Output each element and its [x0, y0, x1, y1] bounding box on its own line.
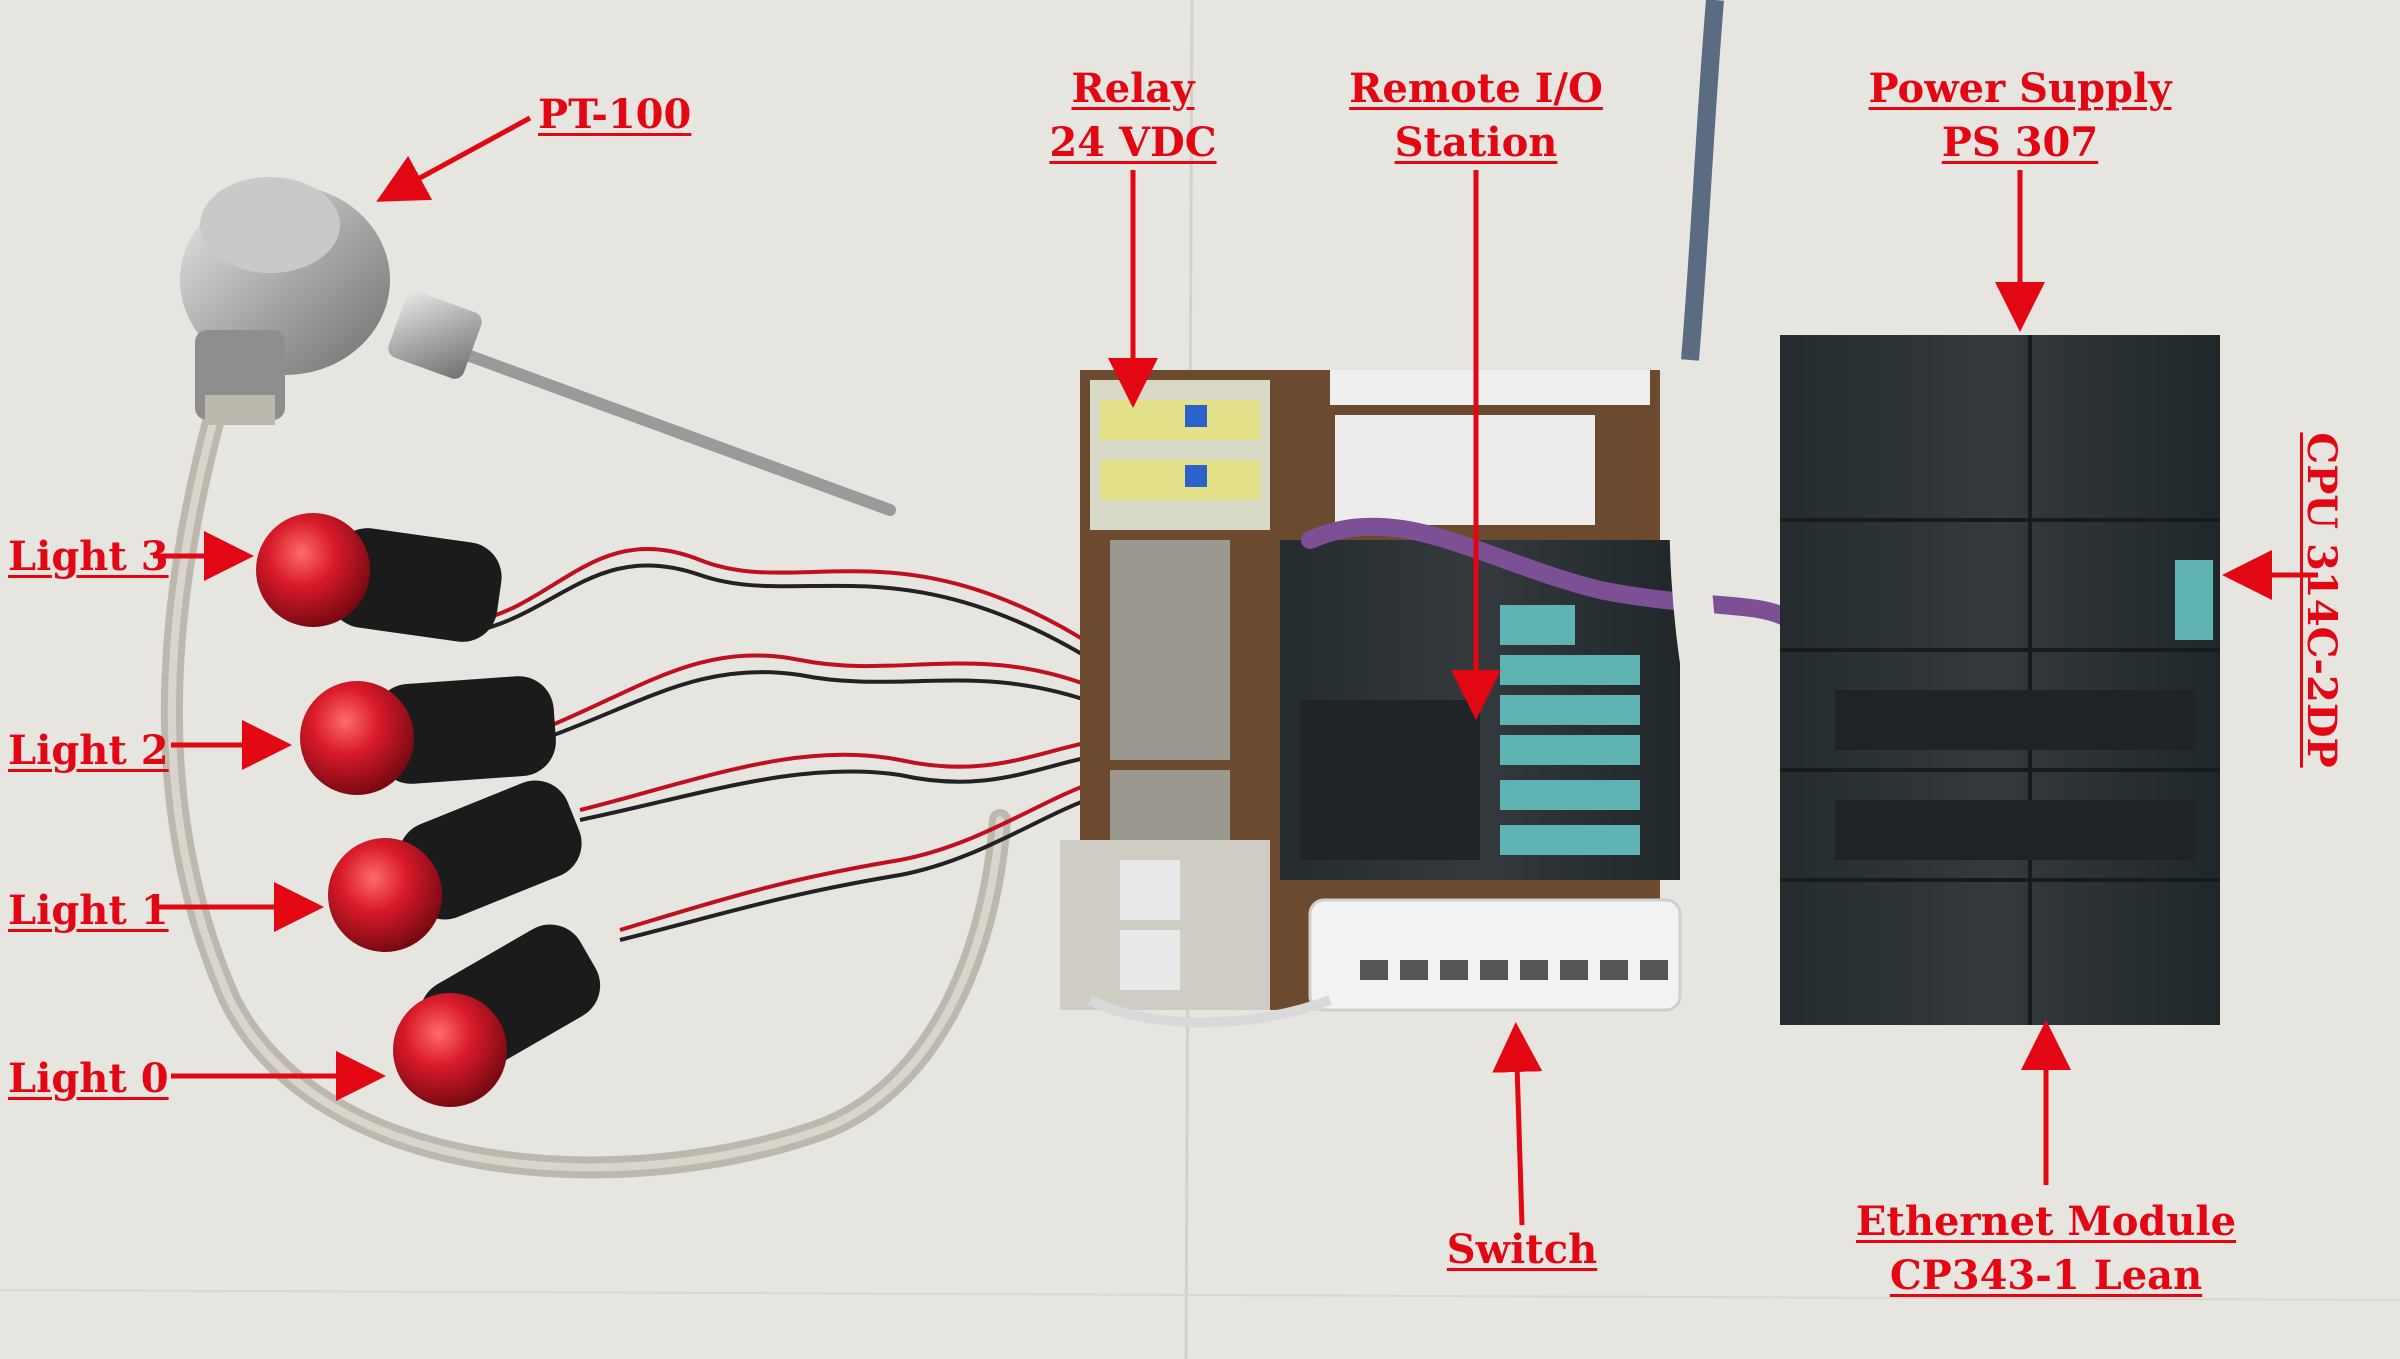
- wire-bundle: [1669, 396, 1749, 967]
- label-remote-io-line2: Station: [1394, 119, 1558, 166]
- conduit: [1681, 0, 1724, 361]
- light-0-lamp: [393, 778, 1101, 1107]
- arrow-pt100: [376, 115, 532, 202]
- label-switch: Switch: [1446, 1226, 1598, 1273]
- pt100-sensor-icon: [180, 177, 896, 516]
- label-relay-line2: 24 VDC: [1049, 119, 1217, 166]
- light-2-lamp: [300, 653, 1101, 795]
- tile-seam: [0, 1289, 2400, 1301]
- patch-cable: [1087, 995, 1332, 1028]
- sensor-cable-highlight: [167, 411, 1004, 1172]
- label-remote-io-line1: Remote I/O: [1349, 65, 1603, 112]
- terminal-strip: [1110, 540, 1230, 760]
- small-relays: [1060, 840, 1270, 1010]
- terminal-strip: [1110, 770, 1230, 840]
- label-ethernet-line1: Ethernet Module: [1855, 1198, 2237, 1245]
- label-power-supply-line2: PS 307: [1941, 119, 2099, 166]
- label-light2: Light 2: [8, 727, 169, 774]
- label-light0: Light 0: [8, 1055, 169, 1102]
- light-3-lamp: [256, 513, 1102, 667]
- annotation-arrows: [153, 115, 2318, 1226]
- profibus-cable: [1301, 517, 1799, 629]
- label-light1: Light 1: [8, 887, 169, 934]
- white-duct: [1330, 370, 1650, 405]
- plc-rack: [1780, 335, 2220, 1025]
- label-pt100: PT-100: [538, 91, 692, 138]
- label-relay-line1: Relay: [1071, 65, 1195, 112]
- light-1-lamp: [328, 738, 1101, 952]
- ethernet-switch: [1308, 898, 1682, 1012]
- label-ethernet-line2: CP343-1 Lean: [1889, 1252, 2203, 1299]
- label-power-supply-line1: Power Supply: [1868, 65, 2172, 112]
- relay-terminals: [1090, 380, 1270, 530]
- arrow-switch: [1492, 1022, 1543, 1226]
- label-cpu: CPU 314C-2DP: [2298, 432, 2345, 768]
- circuit-breakers: [1335, 415, 1595, 525]
- label-light3: Light 3: [8, 533, 169, 580]
